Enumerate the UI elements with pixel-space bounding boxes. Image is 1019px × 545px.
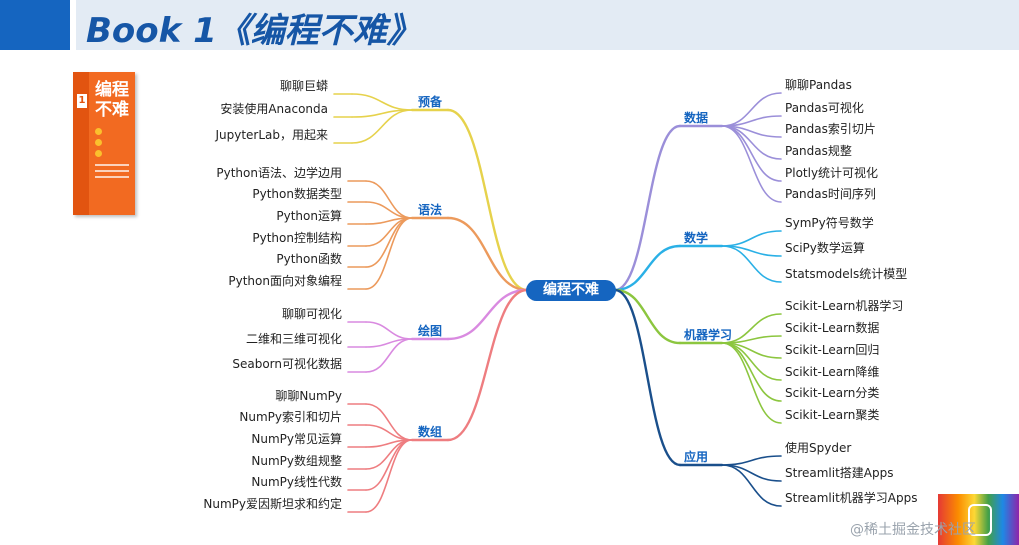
leaf-label: 使用Spyder (785, 441, 852, 455)
leaf-label: 聊聊可视化 (281, 307, 342, 321)
leaf-connector (365, 403, 413, 441)
header-bar (76, 0, 1019, 50)
leaf-connector (351, 93, 413, 111)
leaf-label: NumPy数组规整 (251, 454, 342, 468)
leaf-label: Streamlit搭建Apps (785, 466, 894, 480)
book-cover-image: 1 编程不难 (73, 72, 135, 215)
book-cover-title: 编程不难 (95, 80, 129, 120)
branch-connector (613, 244, 682, 292)
leaf-connector (365, 439, 413, 513)
book-volume-number: 1 (77, 94, 87, 108)
header-accent-block (0, 0, 70, 50)
leaf-connector (721, 464, 782, 507)
leaf-label: Python数据类型 (252, 187, 342, 201)
leaf-connector (365, 321, 413, 340)
leaf-connector (721, 230, 782, 247)
leaf-label: Scikit-Learn分类 (785, 386, 880, 400)
leaf-label: Plotly统计可视化 (785, 166, 879, 180)
leaf-label: Statsmodels统计模型 (785, 267, 908, 281)
leaf-connector (721, 245, 782, 283)
leaf-label: Scikit-Learn降维 (785, 365, 880, 379)
leaf-label: 聊聊NumPy (275, 389, 342, 403)
leaf-label: SciPy数学运算 (785, 241, 865, 255)
branch-label: 数学 (684, 231, 709, 245)
leaf-connector (365, 424, 413, 441)
book-cover-bullets (95, 128, 127, 162)
page-title: Book 1《编程不难》 (86, 11, 421, 51)
leaf-connector (351, 109, 413, 144)
leaf-connector (365, 439, 413, 491)
branch-label: 应用 (684, 450, 709, 464)
leaf-label: Scikit-Learn机器学习 (785, 299, 904, 313)
branch-label: 语法 (418, 203, 443, 217)
leaf-label: Scikit-Learn数据 (785, 321, 880, 335)
branch-label: 预备 (418, 95, 443, 109)
branch-label: 机器学习 (684, 328, 733, 342)
leaf-label: Pandas索引切片 (785, 122, 876, 136)
leaf-label: Streamlit机器学习Apps (785, 491, 918, 505)
branch-connector (613, 288, 682, 345)
leaf-label: JupyterLab，用起来 (215, 128, 328, 142)
leaf-connector (365, 180, 413, 219)
watermark-logo (938, 494, 1019, 545)
leaf-connector (721, 342, 782, 402)
leaf-label: Pandas时间序列 (785, 187, 876, 201)
leaf-label: 二维和三维可视化 (245, 332, 342, 346)
leaf-connector (721, 342, 782, 424)
leaf-label: Scikit-Learn聚类 (785, 408, 880, 422)
leaf-label: Python控制结构 (252, 231, 342, 245)
leaf-connector (365, 217, 413, 290)
branch-connector (446, 288, 529, 341)
leaf-connector (721, 342, 782, 381)
leaf-label: Pandas规整 (785, 144, 852, 158)
watermark-text: @稀土掘金技术社区 (850, 522, 976, 538)
branch-connector (613, 288, 682, 467)
mindmap-center-node: 编程不难 (526, 280, 616, 301)
leaf-connector (365, 201, 413, 219)
leaf-label: NumPy爱因斯坦求和约定 (203, 497, 342, 511)
branch-connector (446, 288, 529, 442)
branch-label: 数据 (684, 111, 709, 125)
branch-connector (446, 108, 529, 292)
leaf-label: NumPy线性代数 (251, 475, 342, 489)
leaf-label: Seaborn可视化数据 (232, 357, 342, 371)
leaf-label: 安装使用Anaconda (220, 102, 328, 116)
leaf-connector (721, 455, 782, 466)
leaf-label: Python语法、边学边用 (216, 166, 342, 180)
leaf-label: NumPy常见运算 (251, 432, 342, 446)
leaf-connector (721, 464, 782, 482)
leaf-label: NumPy索引和切片 (239, 410, 342, 424)
leaf-label: 聊聊巨蟒 (279, 79, 328, 93)
book-cover-text-lines (95, 164, 129, 182)
leaf-label: Python运算 (276, 209, 342, 223)
branch-connector (613, 124, 682, 292)
leaf-connector (721, 125, 782, 203)
branch-label: 数组 (418, 425, 443, 439)
leaf-label: Pandas可视化 (785, 101, 864, 115)
leaf-connector (365, 217, 413, 268)
leaf-label: Python面向对象编程 (228, 274, 342, 288)
leaf-label: SymPy符号数学 (785, 216, 874, 230)
leaf-label: Scikit-Learn回归 (785, 343, 880, 357)
leaf-label: Python函数 (276, 252, 342, 266)
leaf-connector (365, 338, 413, 373)
leaf-label: 聊聊Pandas (785, 78, 852, 92)
branch-connector (446, 216, 529, 292)
leaf-connector (721, 125, 782, 182)
branch-label: 绘图 (418, 324, 443, 338)
